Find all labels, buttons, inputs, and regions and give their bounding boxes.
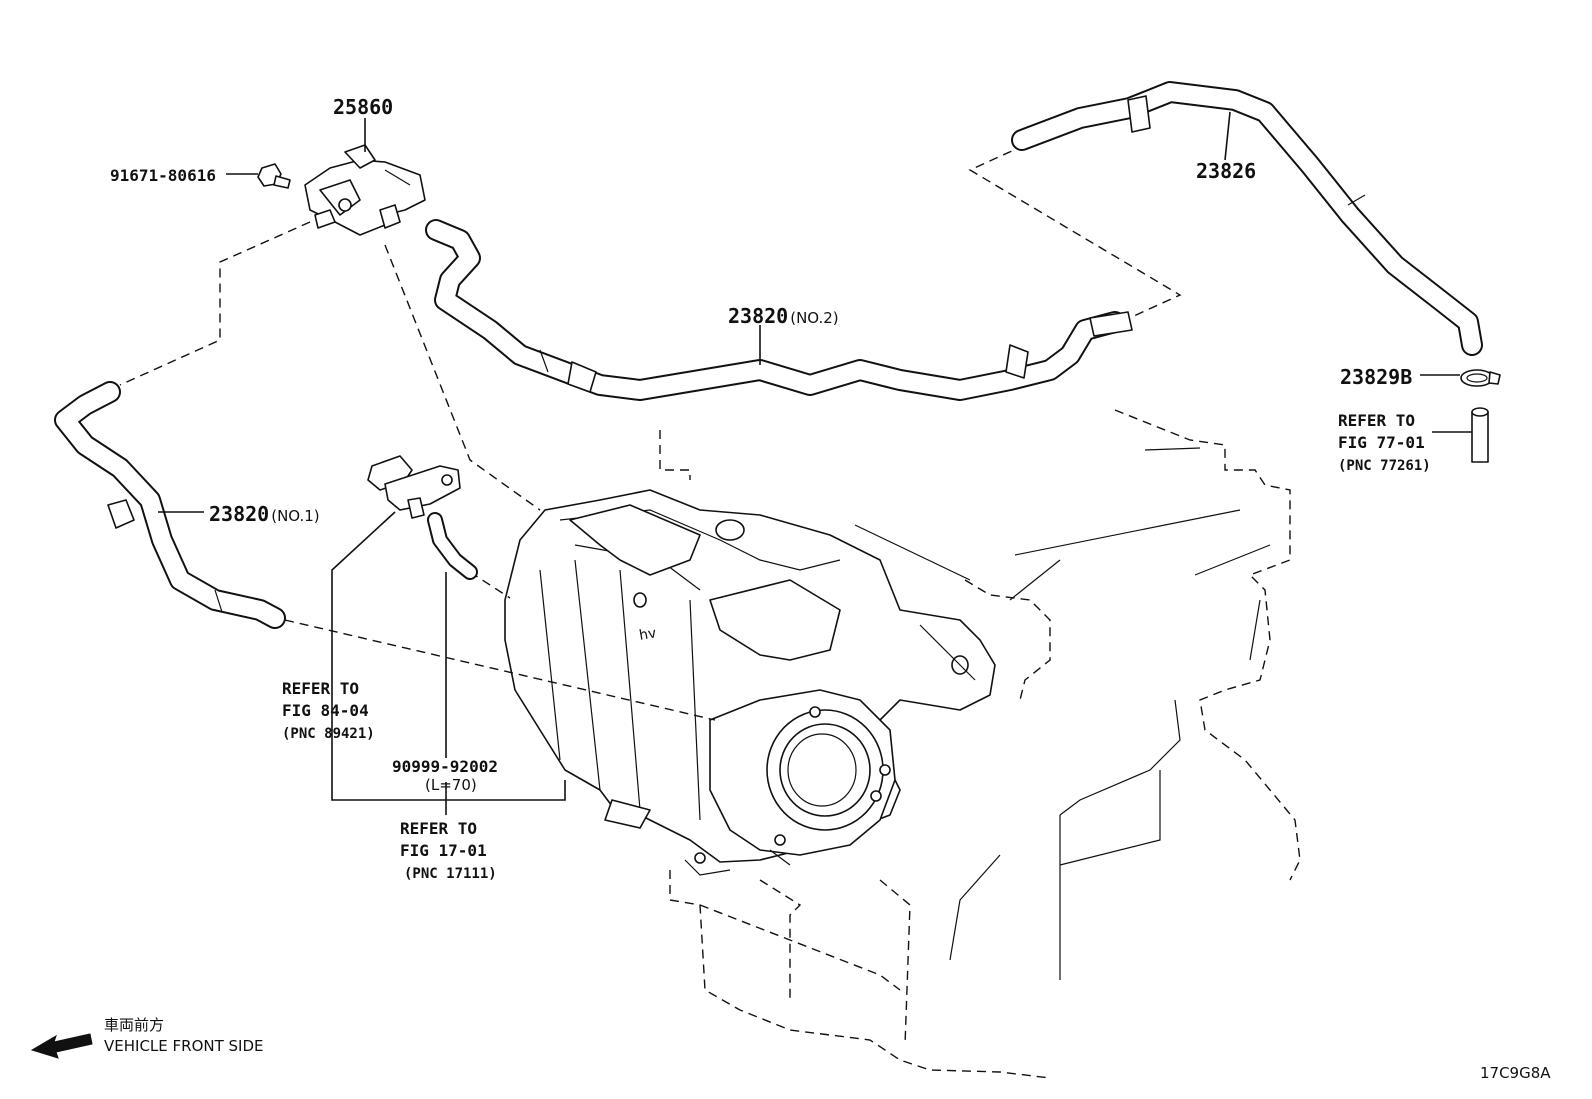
engine-block-outline [659, 409, 1301, 1079]
part-number-labels: 25860 91671-80616 23826 23820(NO.2) 2382… [110, 95, 1412, 794]
svg-text:hv: hv [638, 625, 658, 644]
leader-lines [158, 111, 1472, 815]
figure-code: 17C9G8A [1480, 1064, 1551, 1082]
ref-fig84-line3: (PNC 89421) [282, 726, 375, 742]
hose-23820-no1[interactable] [54, 381, 286, 629]
label-23820-no2[interactable]: 23820(NO.2) [728, 304, 839, 328]
clamp-23829b[interactable] [1460, 369, 1501, 387]
vehicle-front-label-en: VEHICLE FRONT SIDE [104, 1037, 264, 1055]
ref-fig84-line1[interactable]: REFER TO [282, 679, 359, 698]
hose-90999-92002[interactable] [427, 512, 478, 580]
label-23826[interactable]: 23826 [1196, 159, 1256, 183]
pipe-stub-77261 [1471, 407, 1489, 463]
vehicle-front-indicator: 車両前方 VEHICLE FRONT SIDE [30, 1016, 264, 1059]
label-25860[interactable]: 25860 [333, 95, 393, 119]
vehicle-front-label-jp: 車両前方 [104, 1016, 164, 1034]
assembly-dashed-lines [119, 144, 1182, 721]
vsv-valve-25860[interactable] [304, 144, 426, 236]
label-23829b[interactable]: 23829B [1340, 365, 1412, 389]
front-arrow-icon [30, 1033, 93, 1059]
ref-fig77-line2[interactable]: FIG 77-01 [1338, 433, 1425, 452]
label-23820-no1[interactable]: 23820(NO.1) [209, 502, 320, 526]
bolt-91671-80616[interactable] [257, 163, 291, 189]
ref-fig77-line3: (PNC 77261) [1338, 458, 1431, 474]
ref-fig84-line2[interactable]: FIG 84-04 [282, 701, 369, 720]
pressure-sensor-89421 [367, 455, 461, 519]
intake-manifold: hv [504, 489, 996, 876]
label-91671-80616[interactable]: 91671-80616 [110, 166, 216, 185]
hose-23826[interactable] [1011, 81, 1483, 356]
reference-notes: REFER TO FIG 77-01 (PNC 77261) REFER TO … [282, 411, 1431, 882]
ref-fig17-line1[interactable]: REFER TO [400, 819, 477, 838]
ref-fig17-line2[interactable]: FIG 17-01 [400, 841, 487, 860]
label-90999-92002[interactable]: 90999-92002 [392, 757, 498, 776]
hose-23820-no2[interactable] [425, 219, 1133, 401]
ref-fig77-line1[interactable]: REFER TO [1338, 411, 1415, 430]
label-90999-length: (L=70) [425, 776, 477, 794]
ref-fig17-line3: (PNC 17111) [404, 866, 497, 882]
